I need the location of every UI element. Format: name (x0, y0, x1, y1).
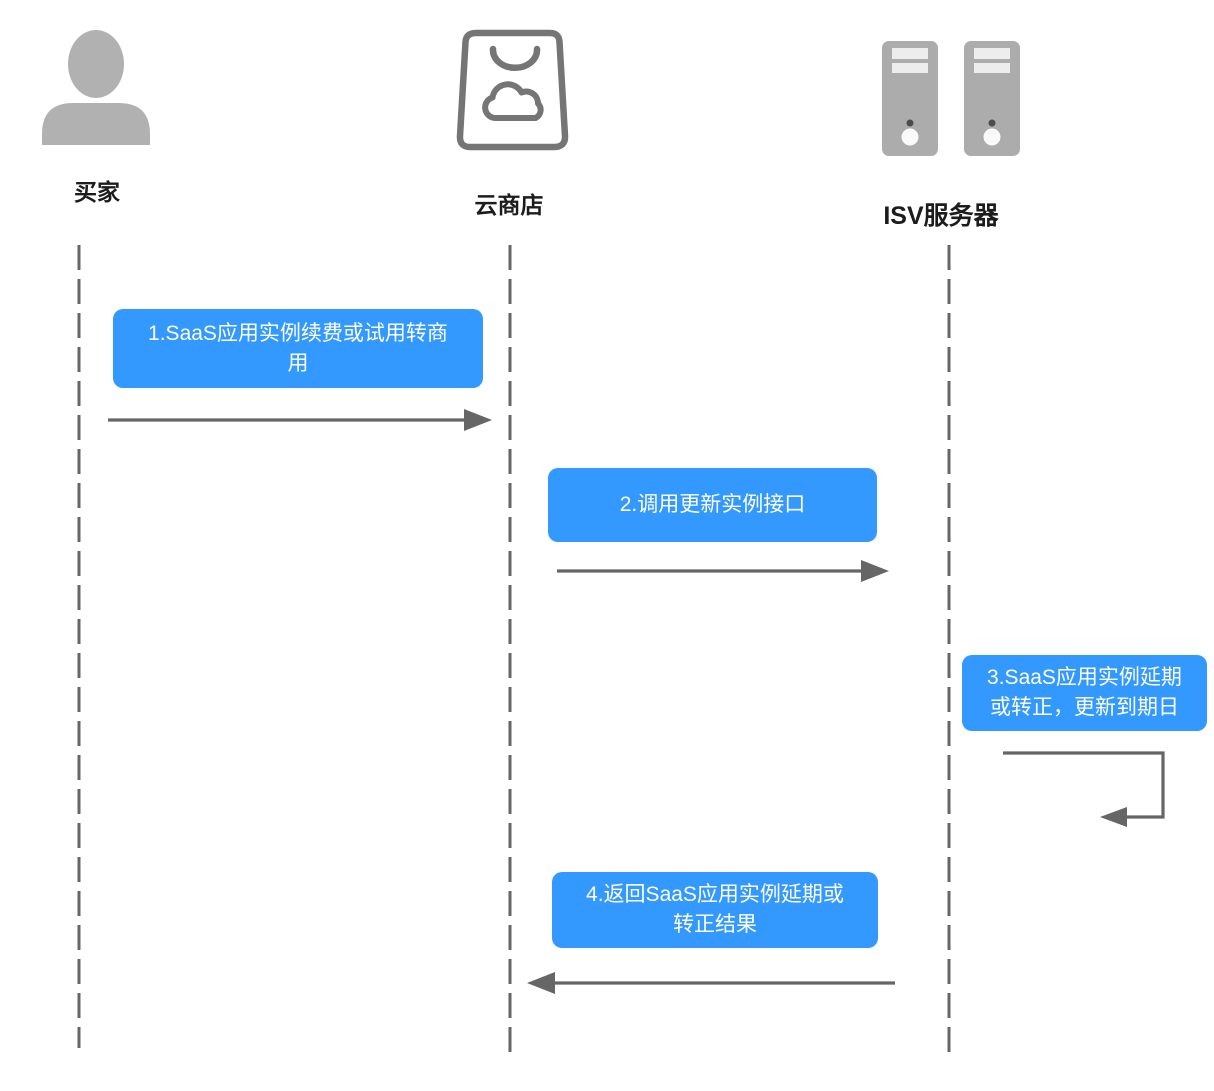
server-towers-icon (882, 41, 1020, 156)
server-tower-left (882, 41, 938, 156)
person-icon (42, 30, 150, 145)
message-box-3: 3.SaaS应用实例延期或转正，更新到期日 (962, 655, 1207, 731)
message-box-2: 2.调用更新实例接口 (548, 468, 877, 542)
actor-label-buyer: 买家 (74, 179, 120, 205)
message-arrow-4 (527, 972, 895, 994)
shopping-bag-cloud-icon (456, 29, 569, 151)
message-arrow-1 (108, 409, 492, 431)
message-arrow-2 (557, 560, 889, 582)
actor-label-cloud-store: 云商店 (474, 192, 544, 218)
message-arrow-3-self-loop (1003, 751, 1165, 827)
message-box-4: 4.返回SaaS应用实例延期或转正结果 (552, 872, 878, 948)
message-box-1: 1.SaaS应用实例续费或试用转商用 (113, 309, 483, 388)
server-tower-right (964, 41, 1020, 156)
actor-label-isv-server: ISV服务器 (883, 202, 999, 230)
